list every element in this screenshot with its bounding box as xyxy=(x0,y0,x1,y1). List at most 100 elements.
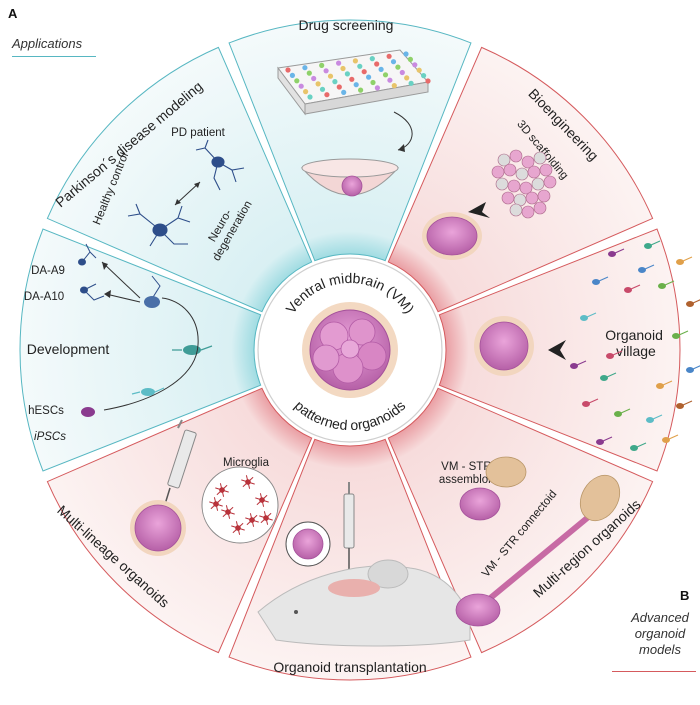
village-cell xyxy=(646,414,663,423)
plate-well xyxy=(382,72,389,78)
scaffold-bead xyxy=(495,177,509,191)
plate-well xyxy=(404,75,410,81)
healthy-neuron xyxy=(127,203,191,247)
advanced-underline xyxy=(612,671,696,672)
drug-screening-title: Drug screening xyxy=(299,17,394,33)
plate-well xyxy=(395,64,401,70)
microglia-cell xyxy=(221,505,235,519)
village-cell xyxy=(658,280,675,289)
screening-arrow-head xyxy=(398,144,405,152)
plate-well xyxy=(407,56,413,63)
village-label-2: village xyxy=(616,343,656,359)
plate-well xyxy=(391,83,397,89)
development-title: Development xyxy=(27,341,110,357)
sector-multi-region xyxy=(387,387,654,654)
scaffold-bead xyxy=(509,203,523,217)
pd-arrow-head-b xyxy=(175,199,181,205)
village-cell xyxy=(644,240,661,249)
plate-well xyxy=(336,60,342,66)
microglia-label: Microglia xyxy=(223,457,270,469)
scaffold-bead xyxy=(509,149,523,163)
plate-well xyxy=(403,51,409,57)
microglia-cells xyxy=(209,475,273,535)
plate-well xyxy=(289,72,295,78)
assembloid xyxy=(459,456,527,521)
sector-parkinson xyxy=(46,46,313,313)
microglia-cell xyxy=(259,511,273,525)
plate-well xyxy=(416,67,422,73)
plate-well xyxy=(370,79,376,86)
plate-well xyxy=(352,58,358,64)
development-neurons xyxy=(78,243,213,417)
scaffold-bead xyxy=(537,189,551,203)
plate-well xyxy=(369,56,375,62)
village-cell xyxy=(672,330,689,339)
scaffold-bead xyxy=(521,155,535,169)
village-cell xyxy=(608,248,625,257)
plate-well xyxy=(366,74,372,80)
plate-well xyxy=(336,84,342,90)
scaffold-bead xyxy=(507,179,521,193)
village-cell xyxy=(614,408,631,417)
plate-well xyxy=(324,92,330,98)
plate-well xyxy=(399,69,405,76)
bio-organoid xyxy=(422,212,482,260)
village-cells xyxy=(570,240,700,451)
plate-well xyxy=(390,59,397,65)
plate-well xyxy=(323,68,329,74)
plate-well xyxy=(408,80,414,86)
plate-well xyxy=(332,79,338,85)
scaffold-bead xyxy=(515,167,529,181)
pd-arrow-head-a xyxy=(194,182,200,188)
village-cell xyxy=(600,372,617,381)
pd-neuron xyxy=(195,139,245,191)
da-a10-label: DA-A10 xyxy=(24,291,64,303)
hescs-label: hESCs xyxy=(28,405,64,417)
plate-well xyxy=(349,76,355,82)
plate-well xyxy=(307,94,313,100)
village-cell xyxy=(686,365,700,373)
plate-well xyxy=(386,53,392,59)
scaffold-bead xyxy=(497,153,511,167)
village-cell xyxy=(606,350,623,359)
village-cell xyxy=(638,264,655,273)
applications-underline xyxy=(12,56,96,57)
plate-well xyxy=(341,89,347,95)
microglia-cell xyxy=(255,493,269,507)
transplantation-title: Organoid transplantation xyxy=(273,659,426,675)
village-cell xyxy=(624,284,641,293)
advanced-label-3: models xyxy=(639,642,681,657)
scaffold-bead xyxy=(533,151,547,165)
scaffold-bead xyxy=(491,165,505,179)
mouse-head xyxy=(257,559,471,647)
multi-lineage-organoid xyxy=(130,500,186,556)
ipscs-label: iPSCs xyxy=(34,431,66,443)
plate-well xyxy=(306,70,312,76)
plate-well xyxy=(378,66,384,72)
village-cell xyxy=(676,400,693,409)
plate-well xyxy=(311,75,317,82)
plate-well xyxy=(319,86,326,92)
scaffold-bead xyxy=(533,201,547,215)
village-cell xyxy=(596,436,613,445)
center-organoid xyxy=(309,309,391,391)
scaffold-bead xyxy=(531,177,545,191)
microglia-cell xyxy=(241,475,255,489)
panel-a-letter: A xyxy=(8,6,18,21)
village-cell xyxy=(570,360,587,369)
plate-well xyxy=(344,71,350,77)
bio-arrowhead xyxy=(468,202,490,218)
plate-well xyxy=(425,78,431,84)
plate-well xyxy=(387,77,393,83)
scaffold-bead xyxy=(525,191,539,205)
village-cell xyxy=(656,380,673,389)
plate-well xyxy=(353,82,359,88)
village-cell xyxy=(686,299,700,307)
syringe-right xyxy=(343,482,355,574)
plate-well xyxy=(327,73,334,79)
microglia-cell xyxy=(245,513,259,527)
scaffold-bead xyxy=(527,165,541,179)
advanced-label-1: Advanced xyxy=(631,610,689,625)
